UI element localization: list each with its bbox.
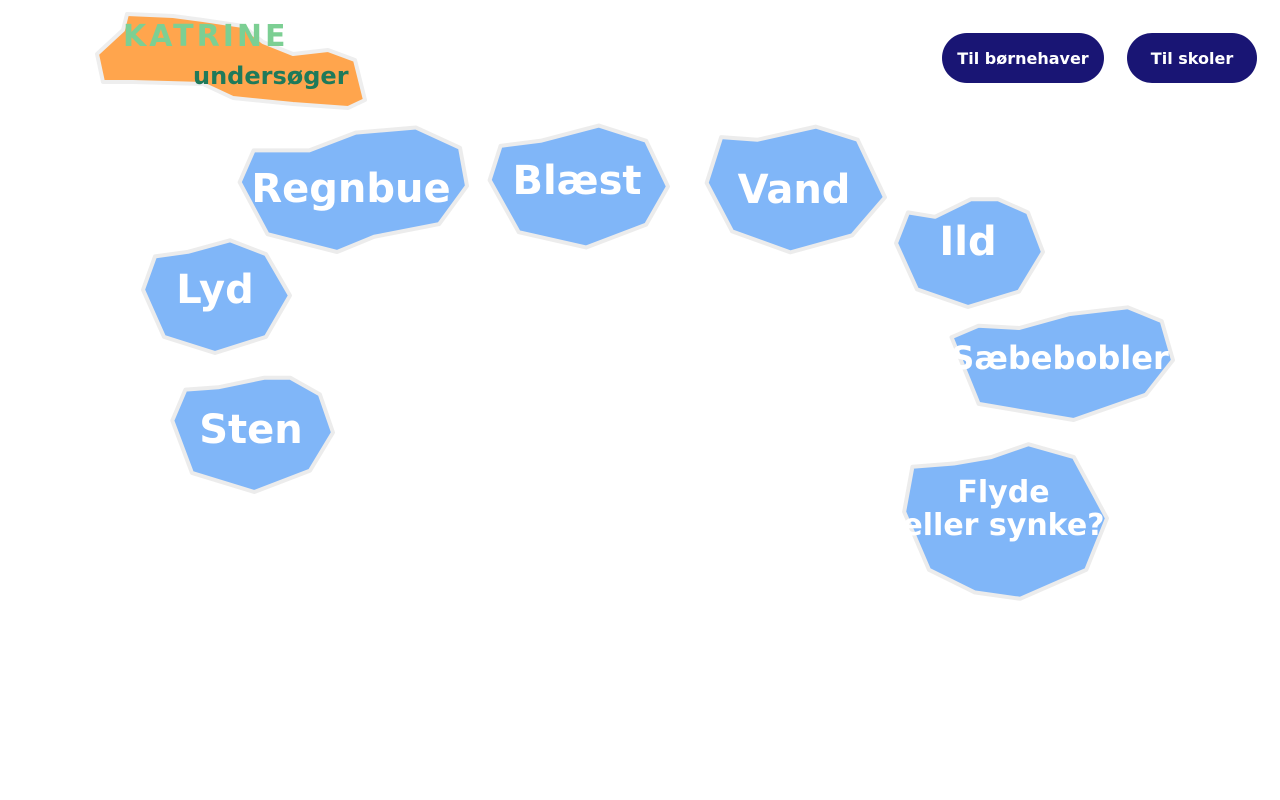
schools-button[interactable]: Til skoler <box>1127 33 1257 83</box>
logo-title: KATRINE <box>123 19 289 54</box>
topic-saebebobler[interactable]: Sæbebobler <box>947 305 1173 420</box>
logo-subtitle: undersøger <box>193 62 349 90</box>
topic-label: Regnbue <box>251 165 451 212</box>
kindergartens-button[interactable]: Til børnehaver <box>942 33 1104 83</box>
topic-label: Sæbebobler <box>951 338 1169 377</box>
topic-label: Ild <box>939 219 997 265</box>
topic-regnbue[interactable]: Regnbue <box>235 125 467 252</box>
topic-label: Flyde eller synke? <box>902 474 1105 543</box>
topic-label: Vand <box>737 166 851 213</box>
topic-sten[interactable]: Sten <box>169 373 333 492</box>
logo-shape <box>95 12 367 110</box>
topic-label: Lyd <box>176 266 254 313</box>
topic-label: Blæst <box>512 157 642 204</box>
topic-lyd[interactable]: Lyd <box>140 238 290 353</box>
topic-blaest[interactable]: Blæst <box>486 123 668 250</box>
topic-flyde-eller-synke[interactable]: Flyde eller synke? <box>900 441 1107 602</box>
logo[interactable]: KATRINE undersøger <box>93 12 368 110</box>
topic-ild[interactable]: Ild <box>893 197 1043 307</box>
topic-label: Sten <box>199 406 303 453</box>
topic-vand[interactable]: Vand <box>703 124 885 255</box>
